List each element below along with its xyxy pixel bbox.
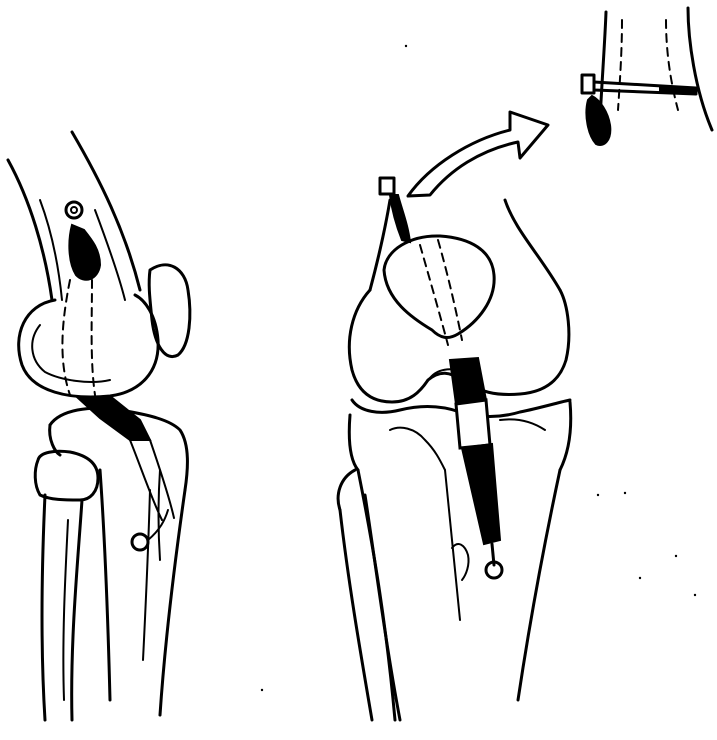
- anterior-knee-view: [338, 112, 571, 720]
- graft-tail-line-2: [150, 440, 174, 518]
- tibial-graft-lower: [462, 444, 500, 544]
- femur-lateral-outline: [505, 200, 560, 290]
- femoral-tunnel-dashed-2: [438, 240, 462, 340]
- lateral-knee-view: [8, 132, 190, 720]
- inset-graft-bundle: [586, 96, 610, 145]
- tibia-inner-line: [143, 490, 150, 660]
- femoral-tunnel-line-2: [92, 280, 95, 395]
- fibula-inner-line: [63, 520, 68, 700]
- inset-screw-thread: [660, 86, 696, 94]
- fibula-head-anterior: [338, 470, 355, 510]
- patella-anterior: [384, 236, 494, 338]
- femoral-graft-plug: [390, 195, 410, 242]
- fibula-head: [35, 451, 98, 500]
- fixation-inset: [582, 8, 712, 145]
- fibula-shaft-right: [72, 500, 82, 720]
- graft-tail-line: [130, 440, 162, 520]
- screw-icon: [66, 202, 82, 218]
- inset-tunnel-dashed-1: [618, 20, 622, 110]
- intra-articular-graft: [450, 358, 486, 404]
- femur-medial-outline: [370, 200, 390, 290]
- fibula-shaft-left: [42, 495, 45, 720]
- patella: [149, 265, 190, 357]
- inset-tunnel-dashed-2: [666, 20, 678, 110]
- femoral-screw-icon: [380, 178, 394, 194]
- graft-across-joint: [78, 396, 150, 440]
- fibula-shaft-anterior-2: [365, 495, 400, 720]
- tibia-shaft-anterior: [160, 490, 185, 715]
- inset-bone-right: [688, 8, 712, 130]
- tibia-shaft-posterior: [100, 470, 110, 700]
- tibia-shaft-medial: [358, 470, 395, 720]
- screw-head-inner: [71, 207, 77, 213]
- tibial-tubercle-line: [390, 428, 445, 470]
- tibial-tunnel-segment: [456, 400, 490, 448]
- interference-screw-icon: [582, 75, 594, 93]
- arrow-icon: [408, 112, 548, 196]
- femur-shaft-posterior-outline: [8, 160, 52, 300]
- graft-bundle-icon: [69, 225, 100, 280]
- tibial-plateau-detail: [500, 419, 545, 430]
- tibial-screw-icon: [132, 534, 148, 550]
- condyle-inner-loop: [32, 325, 110, 382]
- tibia-shaft-lateral: [518, 470, 560, 700]
- fibula-shaft-anterior-1: [340, 510, 372, 720]
